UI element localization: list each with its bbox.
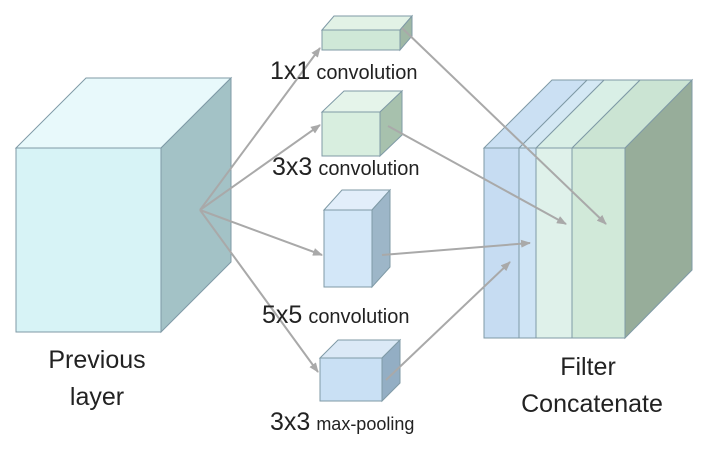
slab-blue — [483, 147, 520, 339]
arrow-to-3x3 — [199, 124, 321, 211]
arrow-from-3x3 — [387, 125, 567, 225]
previous-layer-cube — [14, 76, 233, 334]
arrow-to-5x5 — [199, 209, 323, 256]
branch-5x5-conv-cube — [322, 188, 392, 289]
branch-maxpool-cube — [318, 338, 402, 403]
arrow-to-maxpool — [199, 209, 319, 373]
previous-layer-label-line1: Previous — [48, 346, 145, 374]
output-arrows — [381, 27, 607, 381]
arrow-from-maxpool — [385, 261, 511, 381]
slab-green — [571, 147, 626, 339]
concat-label-line1: Filter — [560, 353, 616, 381]
arrow-from-1x1 — [401, 27, 607, 225]
branch-3x3-conv-cube — [320, 89, 404, 158]
arrow-from-5x5 — [381, 239, 531, 256]
input-arrows — [199, 47, 323, 373]
arrow-to-1x1 — [199, 47, 321, 211]
branch-1x1-conv-cube — [320, 14, 414, 52]
concat-label-line2: Concatenate — [521, 390, 663, 418]
filter-concatenate-stack — [482, 78, 694, 340]
previous-layer-label-line2: layer — [70, 383, 124, 411]
slab-light-green — [535, 147, 573, 339]
